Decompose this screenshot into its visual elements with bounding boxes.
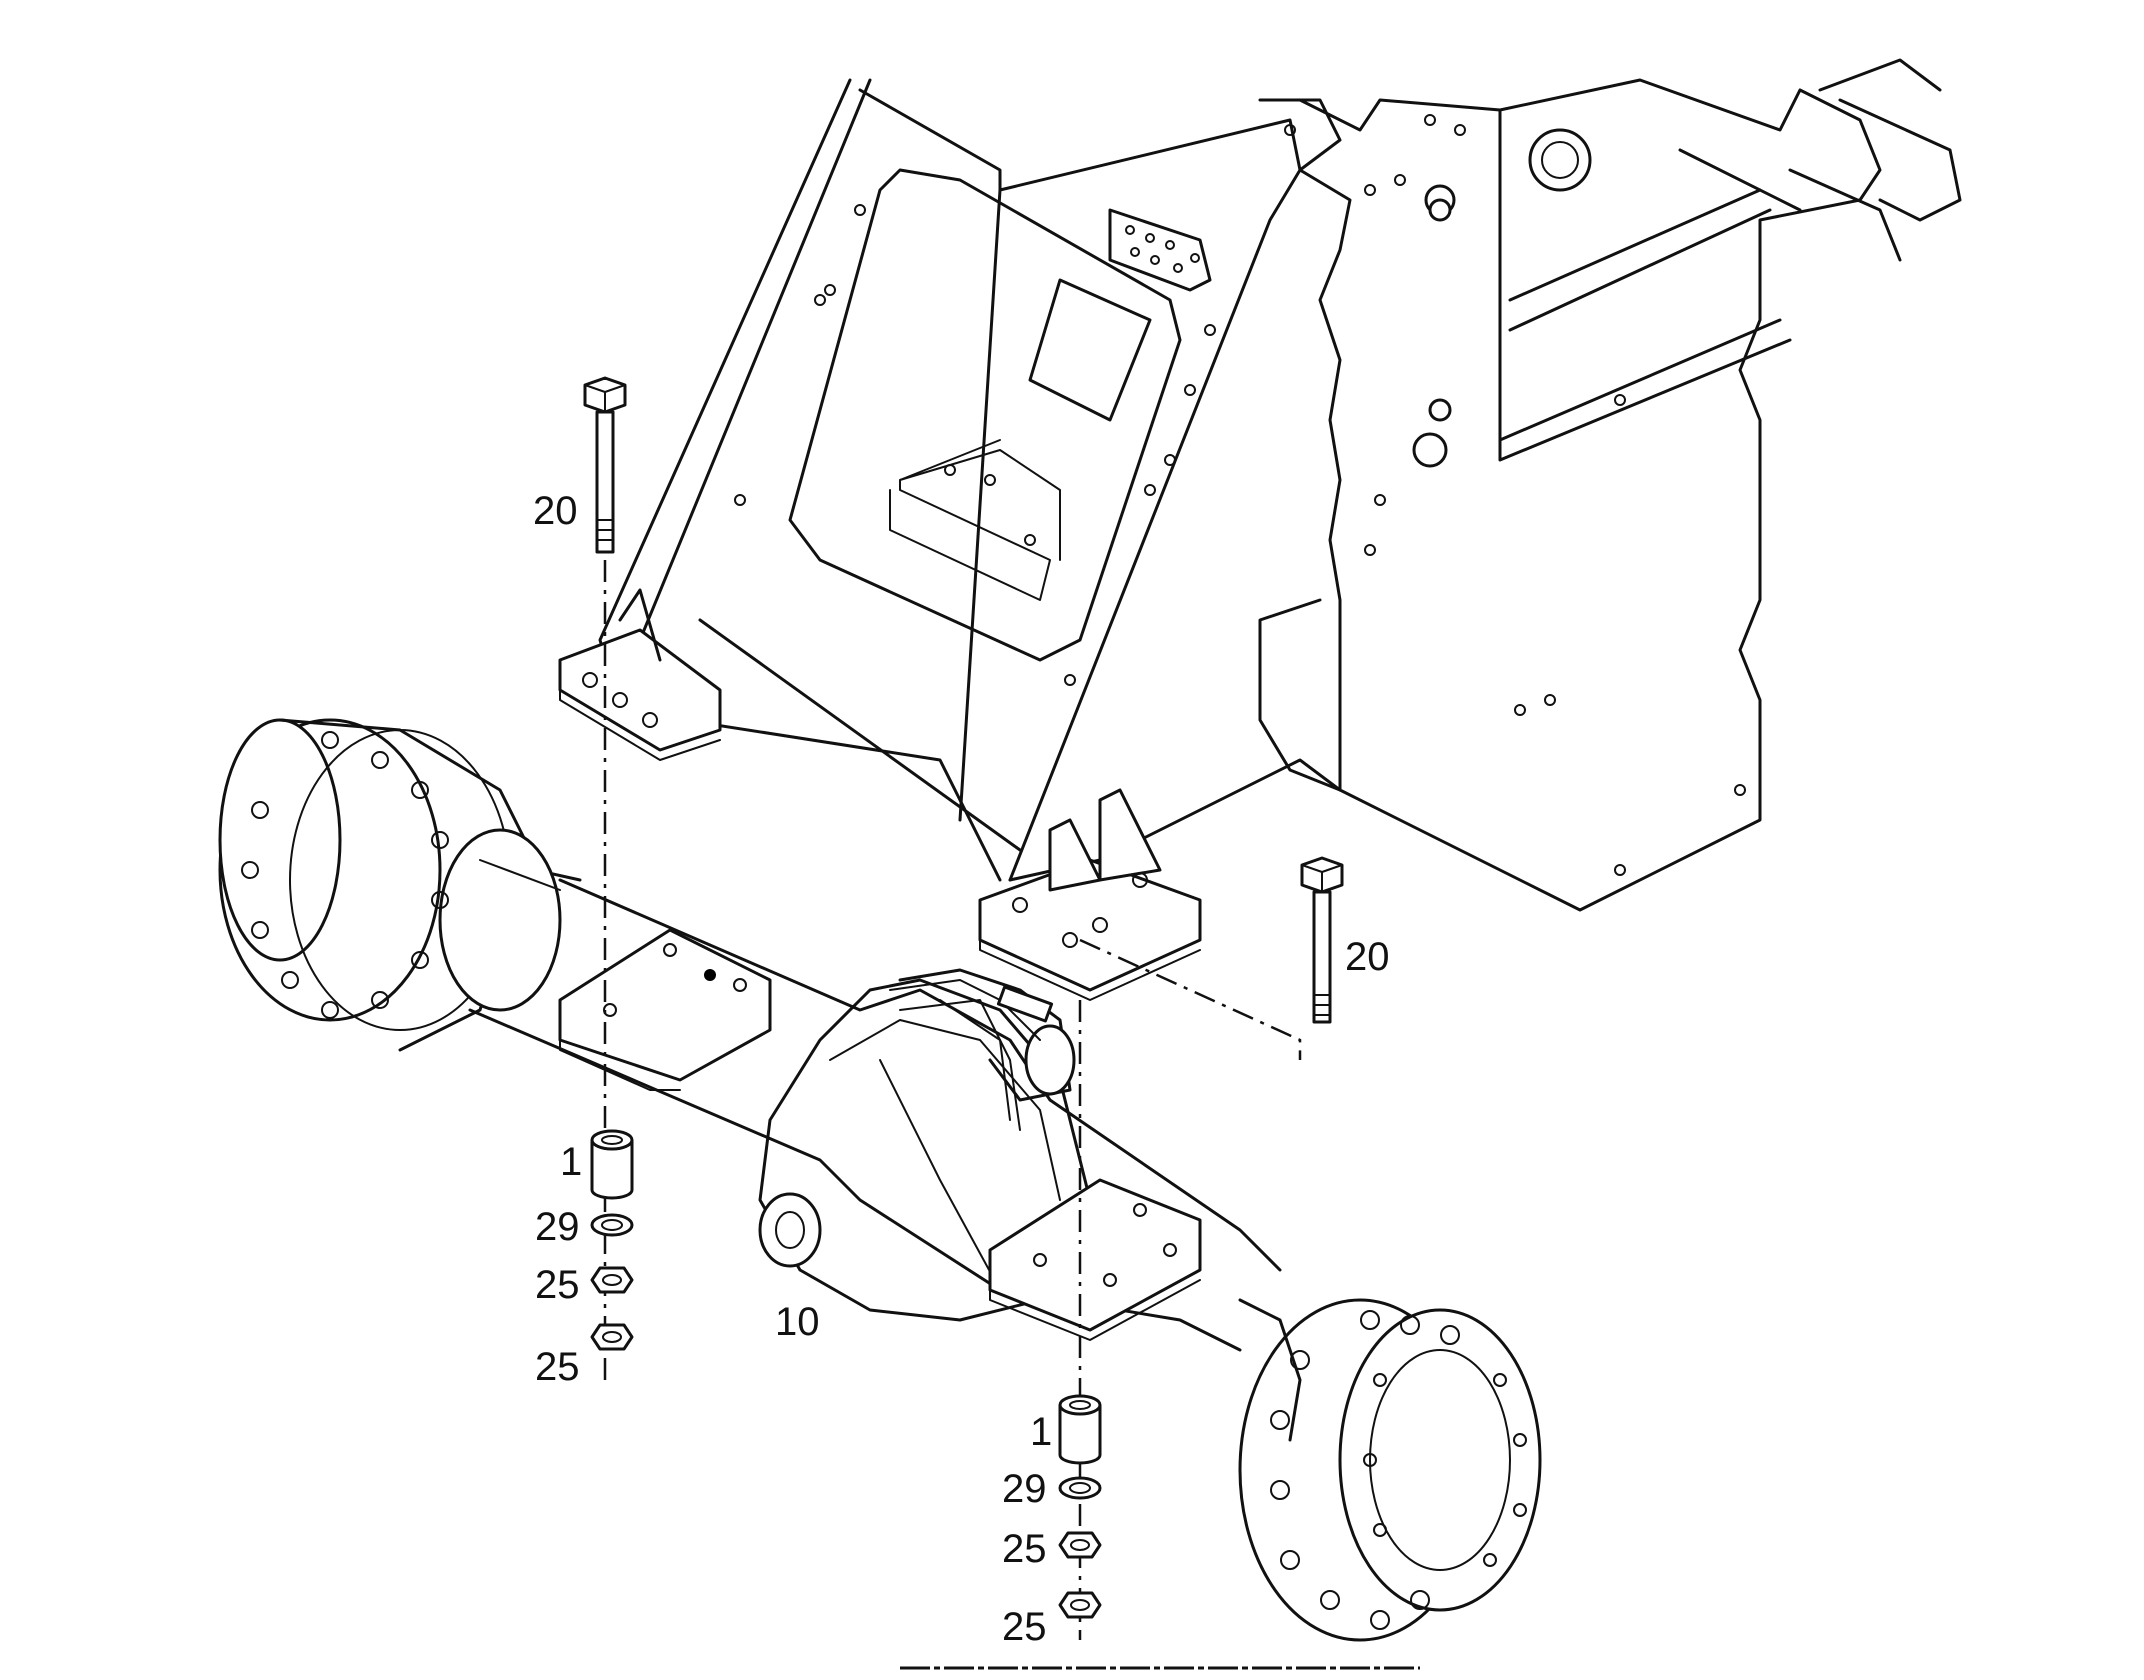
callout-washer-right: 29 [1002, 1467, 1047, 1511]
axle-assembly [218, 718, 1542, 1642]
washer-right [1058, 1476, 1102, 1500]
right-hardware-stack [1058, 1394, 1102, 1619]
callout-bolt-left: 20 [533, 489, 578, 533]
callout-bolt-right: 20 [1345, 935, 1390, 979]
chassis-frame [558, 58, 1962, 1001]
nut-left-lower [590, 1323, 634, 1351]
nut-right-lower [1058, 1591, 1102, 1619]
bolt-left [583, 376, 627, 554]
callout-nut-right-upper: 25 [1002, 1527, 1047, 1571]
nut-left-upper [590, 1266, 634, 1294]
sleeve-left [590, 1129, 634, 1200]
callout-sleeve-right: 1 [1030, 1410, 1052, 1454]
washer-left [590, 1213, 634, 1237]
callout-axle: 10 [775, 1300, 820, 1344]
left-hardware-stack [590, 1129, 634, 1351]
callout-sleeve-left: 1 [560, 1140, 582, 1184]
nut-right-upper [1058, 1531, 1102, 1559]
callout-nut-left-lower: 25 [535, 1345, 580, 1389]
sleeve-right [1058, 1394, 1102, 1465]
callout-nut-left-upper: 25 [535, 1263, 580, 1307]
callout-nut-right-lower: 25 [1002, 1605, 1047, 1649]
callout-washer-left: 29 [535, 1205, 580, 1249]
bolt-right [1300, 856, 1344, 1024]
assembly-lines [603, 560, 1302, 1640]
